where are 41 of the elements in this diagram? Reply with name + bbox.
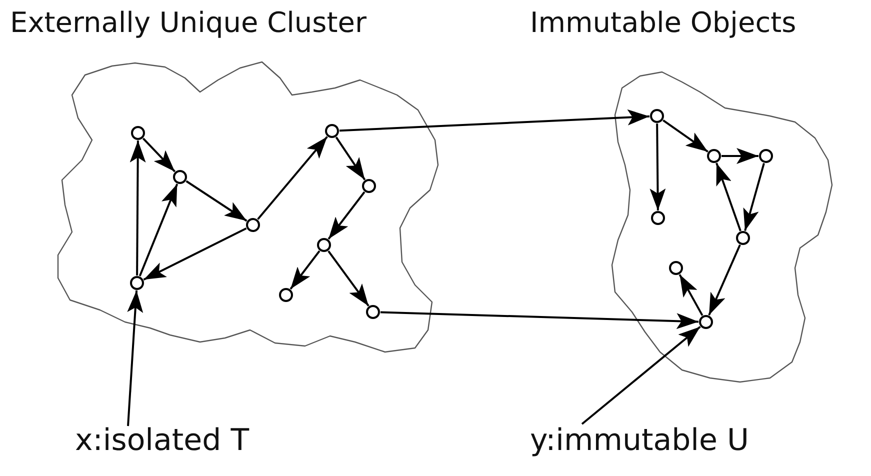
arrow [143, 227, 247, 281]
arrow [290, 250, 320, 290]
object-circle [317, 238, 331, 252]
object-circle [650, 109, 664, 123]
arrow [581, 326, 701, 425]
arrow [339, 109, 650, 132]
region-title: Externally Unique Cluster [10, 6, 366, 40]
arrow [716, 162, 742, 232]
arrow [138, 184, 178, 276]
object-circle [736, 231, 750, 245]
object-circle [362, 179, 376, 193]
object-circle [669, 261, 683, 275]
reference-label: y:immutable U [530, 423, 749, 459]
arrow [328, 191, 366, 240]
arrow [380, 311, 699, 330]
arrow [722, 148, 758, 164]
arrow [708, 244, 741, 316]
object-circle [131, 126, 145, 140]
arrow [662, 120, 708, 152]
object-circle [246, 218, 260, 232]
arrow [130, 140, 146, 276]
object-circle [279, 288, 293, 302]
reference-label: x:isolated T [75, 423, 250, 459]
object-circle [651, 211, 665, 225]
object-circle [699, 315, 713, 329]
arrow [127, 290, 144, 426]
arrow [650, 123, 666, 211]
region-title: Immutable Objects [530, 6, 796, 40]
object-circle [325, 124, 339, 138]
object-circle [366, 305, 380, 319]
arrow [743, 162, 765, 232]
object-circle [707, 149, 721, 163]
arrow [328, 250, 370, 307]
arrow [142, 138, 176, 172]
arrow [678, 274, 704, 316]
arrow [335, 136, 366, 180]
arrow [257, 136, 328, 220]
arrow [186, 180, 248, 222]
object-circle [173, 170, 187, 184]
object-circle [759, 149, 773, 163]
object-circle [130, 276, 144, 290]
